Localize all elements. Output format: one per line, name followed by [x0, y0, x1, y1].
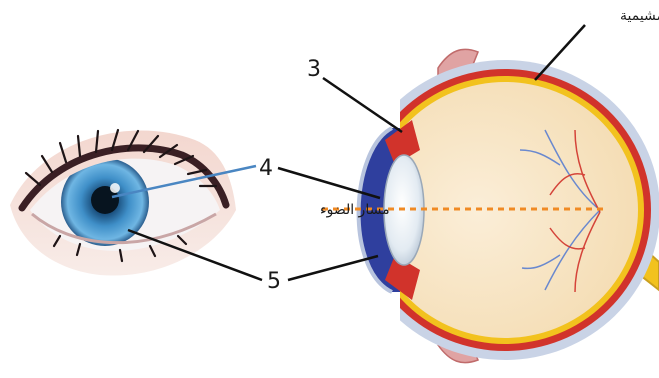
label-light-path: مسار الضوء [320, 202, 390, 218]
label-5: 5 [267, 269, 281, 294]
label-4: 4 [259, 156, 273, 181]
external-eye [10, 130, 236, 276]
label-choroid: المشيمية [620, 8, 659, 24]
label-3: 3 [307, 57, 321, 82]
eye-highlight [110, 183, 120, 193]
